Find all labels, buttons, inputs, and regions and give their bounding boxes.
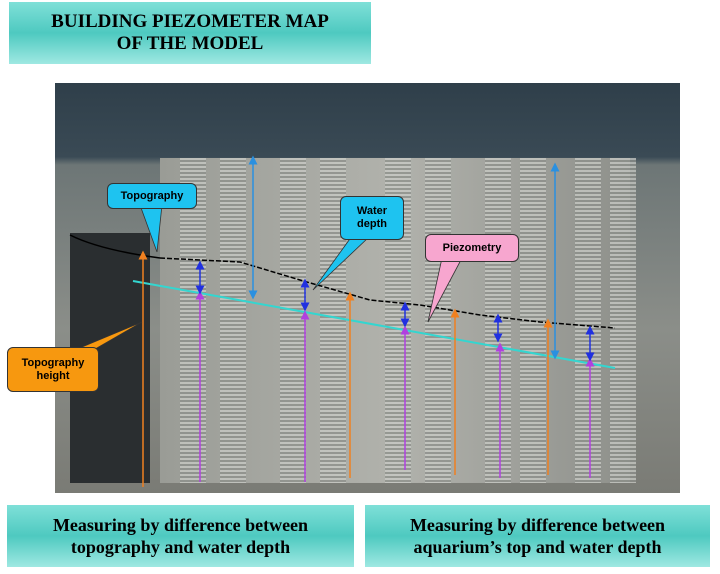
topo-height-label-1: Topography — [21, 356, 85, 369]
title-line-1: BUILDING PIEZOMETER MAP — [51, 11, 329, 32]
piezometry-line — [132, 280, 616, 369]
topography-callout-pointer — [139, 204, 163, 253]
topography-line — [69, 234, 161, 259]
piezometry-callout-pointer — [427, 257, 463, 323]
topography-label: Topography — [120, 189, 184, 202]
top-to-water-arrows — [248, 155, 560, 360]
method-2-line-1: Measuring by difference between — [409, 515, 666, 535]
method-2-line-2: aquarium’s top and water depth — [413, 537, 662, 557]
method-1-line-1: Measuring by difference between — [52, 515, 309, 535]
topography-height-arrows — [138, 250, 553, 487]
water-depth-label-1: Water — [356, 205, 388, 217]
water-depth-label-2: depth — [357, 218, 387, 230]
topo-height-label-2: height — [36, 369, 70, 382]
title-line-2: OF THE MODEL — [116, 33, 264, 54]
piezometry-callout: Piezometry — [425, 234, 519, 262]
topography-line-dashed — [159, 257, 616, 329]
topography-callout: Topography — [107, 183, 197, 209]
method-1-line-2: topography and water depth — [70, 537, 291, 557]
piezometric-height-arrows — [195, 290, 595, 482]
water-depth-arrows — [195, 260, 595, 362]
piezometry-label: Piezometry — [442, 241, 502, 254]
water-depth-callout-pointer — [312, 235, 372, 291]
